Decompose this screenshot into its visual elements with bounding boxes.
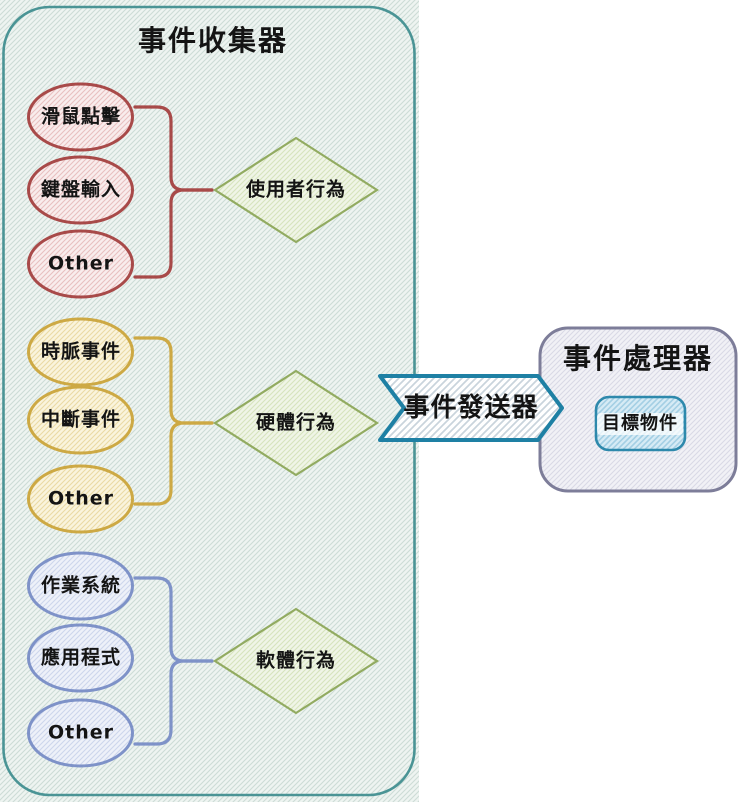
brace-user-bottom [133,188,214,279]
dispatcher-arrow-label: 事件發送器 [403,393,539,423]
node-hardware-other [27,464,134,534]
node-keyboard-input [27,155,134,225]
dispatcher-arrow [378,374,564,442]
node-clock-event [27,317,134,387]
processor-title: 事件處理器 [562,342,714,375]
node-user-other [27,229,134,299]
node-application [27,623,134,693]
diamond-user-behavior-label: 使用者行為 [245,178,347,201]
node-application-label: 應用程式 [40,646,122,669]
target-object-label: 目標物件 [597,413,683,435]
node-software-other [27,698,134,768]
node-software-other-label: Other [47,721,115,744]
node-keyboard-input-label: 鍵盤輸入 [40,178,122,201]
node-interrupt-event [27,385,134,455]
node-mouse-click [27,82,134,152]
collector-title: 事件收集器 [137,24,289,57]
diamond-software-behavior-label: 軟體行為 [255,649,337,672]
diamond-hardware-behavior-label: 硬體行為 [255,411,337,434]
diamond-software-behavior [212,607,380,715]
node-user-other-label: Other [47,252,115,275]
brace-hardware-bottom [133,421,214,506]
node-clock-event-label: 時脈事件 [40,340,122,363]
node-hardware-other-label: Other [47,487,115,510]
brace-software-bottom [133,659,214,746]
diamond-user-behavior [212,136,380,244]
node-mouse-click-label: 滑鼠點擊 [40,105,122,128]
node-operating-system-label: 作業系統 [40,574,122,597]
node-operating-system [27,551,134,621]
node-interrupt-event-label: 中斷事件 [40,408,122,431]
diamond-hardware-behavior [212,369,380,477]
